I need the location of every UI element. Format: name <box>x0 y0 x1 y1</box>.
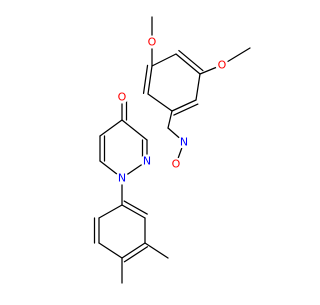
bond-A5-A6 <box>147 65 153 95</box>
carbonyl-oxygen-label: O <box>118 91 127 104</box>
bond-B3-B4 <box>121 242 146 259</box>
bond-A3-A4-second <box>173 103 199 116</box>
methoxy-oxygen-top-label-backdrop <box>145 35 159 49</box>
oxadiazole-nitrogen-upper-label: N <box>180 136 188 149</box>
bond-A1-A2 <box>175 53 201 75</box>
bond-B3-Me3 <box>144 242 169 259</box>
methoxy-oxygen-right-label-backdrop <box>215 58 229 72</box>
bond-A5-A6-second <box>142 64 149 94</box>
pyridazine-nitrogen-1-label: N <box>118 172 126 185</box>
bond-B3-B4-second <box>123 246 149 263</box>
oxadiazole-oxygen-label: O <box>172 158 181 171</box>
oxadiazole-nitrogen-upper-label-backdrop <box>177 135 191 149</box>
bond-C5p-C4 <box>99 119 123 137</box>
bond-A6-A1 <box>151 53 177 67</box>
bond-C4-C3p <box>121 119 148 141</box>
bond-A2-A3 <box>195 73 201 101</box>
bond-A1-A2-second <box>178 49 204 72</box>
pyridazine-nitrogen-1-label-backdrop <box>115 171 129 185</box>
oxadiazole-oxygen-label-backdrop <box>169 157 183 171</box>
bond-A3-A4 <box>171 99 197 112</box>
bond-B1-B2-second <box>123 200 148 215</box>
bond-B6-B1 <box>98 204 123 219</box>
bond-A4-A5 <box>147 93 173 112</box>
pyridazine-nitrogen-2-label: N <box>143 155 151 168</box>
bond-B4-B5 <box>98 242 123 259</box>
pyridazine-nitrogen-2-label-backdrop <box>140 154 154 168</box>
methoxy-oxygen-top-label: O <box>148 36 157 49</box>
bond-B1-B2 <box>121 204 146 219</box>
methoxy-oxygen-right-label: O <box>218 59 227 72</box>
carbonyl-oxygen-label-backdrop <box>115 90 129 104</box>
bond-A4-C3 <box>167 110 173 129</box>
